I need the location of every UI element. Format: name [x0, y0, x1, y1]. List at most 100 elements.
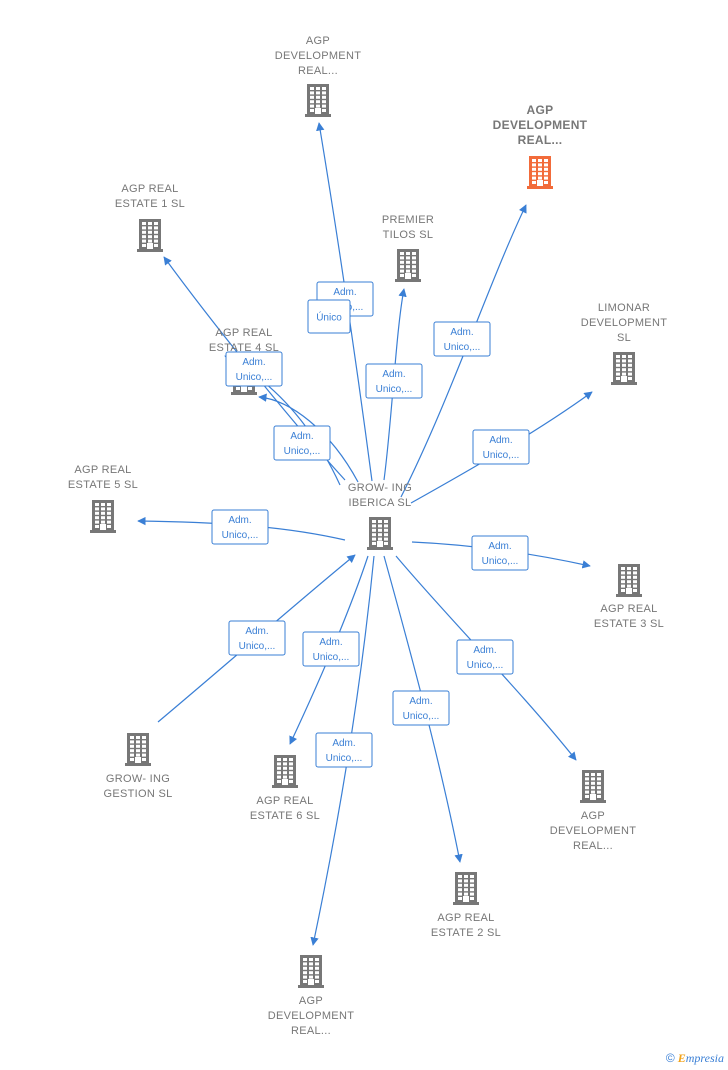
- company-node-agp5[interactable]: AGP REAL ESTATE 5 SL: [68, 464, 138, 533]
- company-name-line: AGP REAL: [600, 603, 657, 615]
- company-name-line: ESTATE 1 SL: [115, 198, 185, 210]
- company-name-line: ESTATE 2 SL: [431, 927, 501, 939]
- building-icon[interactable]: [125, 733, 151, 766]
- relation-label-e_agp4a[interactable]: Adm. Unico,...: [273, 425, 331, 461]
- relation-label-box[interactable]: [273, 425, 331, 461]
- company-name-line: REAL...: [518, 133, 563, 147]
- company-name-line: DEVELOPMENT: [268, 1010, 354, 1022]
- building-icon[interactable]: [137, 219, 163, 252]
- company-node-agpdev_top[interactable]: AGP DEVELOPMENT REAL...: [275, 35, 361, 117]
- company-node-agp3[interactable]: AGP REAL ESTATE 3 SL: [594, 564, 664, 630]
- relation-label-e_premier[interactable]: Adm.Unico,...: [365, 363, 423, 399]
- building-icon[interactable]: [611, 352, 637, 385]
- relation-label-text: Adm.: [290, 431, 313, 442]
- company-name-line: DEVELOPMENT: [275, 50, 361, 62]
- company-node-agpdev_bot[interactable]: AGPDEVELOPMENTREAL...: [268, 955, 354, 1037]
- relation-label-text: Unico,...: [376, 384, 413, 395]
- building-icon[interactable]: [272, 755, 298, 788]
- company-name-line: ESTATE 5 SL: [68, 479, 138, 491]
- company-name-line: AGP: [527, 103, 554, 117]
- company-name-line: SL: [617, 332, 631, 344]
- relation-label-box[interactable]: [433, 321, 491, 357]
- company-name-line: AGP REAL: [215, 327, 272, 339]
- relation-label-box[interactable]: [456, 639, 514, 675]
- relation-label-text: Adm.: [332, 738, 355, 749]
- relation-label-e_limonar[interactable]: Adm. Unico,...: [472, 429, 530, 465]
- company-name-line: GESTION SL: [103, 788, 172, 800]
- company-name-line: DEVELOPMENT: [493, 118, 588, 132]
- relation-label-e_agp5[interactable]: Adm. Unico,...: [211, 509, 269, 545]
- relation-label-box[interactable]: [315, 732, 373, 768]
- relation-label-e_agp2[interactable]: Adm.Unico,...: [392, 690, 450, 726]
- relation-label-text: Unico,...: [444, 342, 481, 353]
- building-icon[interactable]: [367, 517, 393, 550]
- relation-label-text: Unico,...: [284, 446, 321, 457]
- company-name-line: PREMIER: [382, 214, 434, 226]
- relation-label-text: Adm.: [319, 637, 342, 648]
- relation-label-text: Unico,...: [482, 556, 519, 567]
- relation-label-box[interactable]: [225, 351, 283, 387]
- relation-label-text: Único: [316, 311, 342, 324]
- relation-label-e_agpdev_bot[interactable]: Adm.Unico,...: [315, 732, 373, 768]
- company-node-agp2[interactable]: AGP REAL ESTATE 2 SL: [431, 872, 501, 939]
- company-node-agpdev_hl[interactable]: AGPDEVELOPMENTREAL...: [493, 103, 588, 189]
- relation-label-text: Adm.: [488, 541, 511, 552]
- building-icon[interactable]: [580, 770, 606, 803]
- brand-initial: E: [677, 1051, 686, 1065]
- relation-label-text: Adm.: [333, 287, 356, 298]
- relation-label-e_growgest[interactable]: Adm.Unico,...: [228, 620, 286, 656]
- company-name-line: GROW- ING: [106, 773, 170, 785]
- relation-label-box[interactable]: [392, 690, 450, 726]
- relation-labels-layer: Adm.Unico,...Adm.Unico,...ÚnicoAdm.Unico…: [211, 281, 530, 768]
- company-name-line: AGP: [306, 35, 330, 47]
- copyright-icon: ©: [665, 1051, 675, 1065]
- relation-label-e_agpdev_hl[interactable]: Adm. Unico,...: [433, 321, 491, 357]
- relation-label-e_agp1[interactable]: Único: [307, 299, 351, 334]
- relation-label-text: Adm.: [450, 327, 473, 338]
- company-name-line: REAL...: [298, 65, 338, 77]
- company-name-line: AGP REAL: [437, 912, 494, 924]
- relation-label-box[interactable]: [472, 429, 530, 465]
- relation-label-text: Unico,...: [403, 711, 440, 722]
- company-node-growgest[interactable]: GROW- ING GESTION SL: [103, 733, 172, 800]
- relation-label-text: Unico,...: [467, 660, 504, 671]
- building-icon[interactable]: [305, 84, 331, 117]
- relation-label-e_agp3[interactable]: Adm. Unico,...: [471, 535, 529, 571]
- relation-label-text: Unico,...: [222, 530, 259, 541]
- company-node-agpdev_br[interactable]: AGPDEVELOPMENTREAL...: [550, 770, 636, 852]
- building-icon[interactable]: [453, 872, 479, 905]
- relation-label-box[interactable]: [211, 509, 269, 545]
- relation-label-text: Adm.: [242, 357, 265, 368]
- relation-label-text: Adm.: [245, 626, 268, 637]
- relation-label-box[interactable]: [365, 363, 423, 399]
- company-name-line: DEVELOPMENT: [550, 825, 636, 837]
- relation-label-box[interactable]: [307, 299, 351, 334]
- building-icon[interactable]: [395, 249, 421, 282]
- relation-label-e_agpdev_br[interactable]: Adm.Unico,...: [456, 639, 514, 675]
- building-icon[interactable]: [90, 500, 116, 533]
- relation-label-e_agp4b[interactable]: Adm.Unico,...: [225, 351, 283, 387]
- relation-label-box[interactable]: [302, 631, 360, 667]
- relation-label-text: Unico,...: [483, 450, 520, 461]
- company-name-line: AGP REAL: [74, 464, 131, 476]
- relation-label-box[interactable]: [471, 535, 529, 571]
- company-name-line: DEVELOPMENT: [581, 317, 667, 329]
- building-icon[interactable]: [616, 564, 642, 597]
- company-node-premier[interactable]: PREMIER TILOS SL: [382, 214, 434, 282]
- relation-label-e_agp6[interactable]: Adm.Unico,...: [302, 631, 360, 667]
- relation-label-text: Adm.: [489, 435, 512, 446]
- relation-label-box[interactable]: [228, 620, 286, 656]
- building-icon[interactable]: [298, 955, 324, 988]
- company-name-line: TILOS SL: [383, 229, 434, 241]
- company-name-line: GROW- ING: [348, 482, 412, 494]
- building-icon[interactable]: [527, 156, 553, 189]
- company-name-line: ESTATE 3 SL: [594, 618, 664, 630]
- relation-label-text: Adm.: [228, 515, 251, 526]
- company-name-line: AGP: [299, 995, 323, 1007]
